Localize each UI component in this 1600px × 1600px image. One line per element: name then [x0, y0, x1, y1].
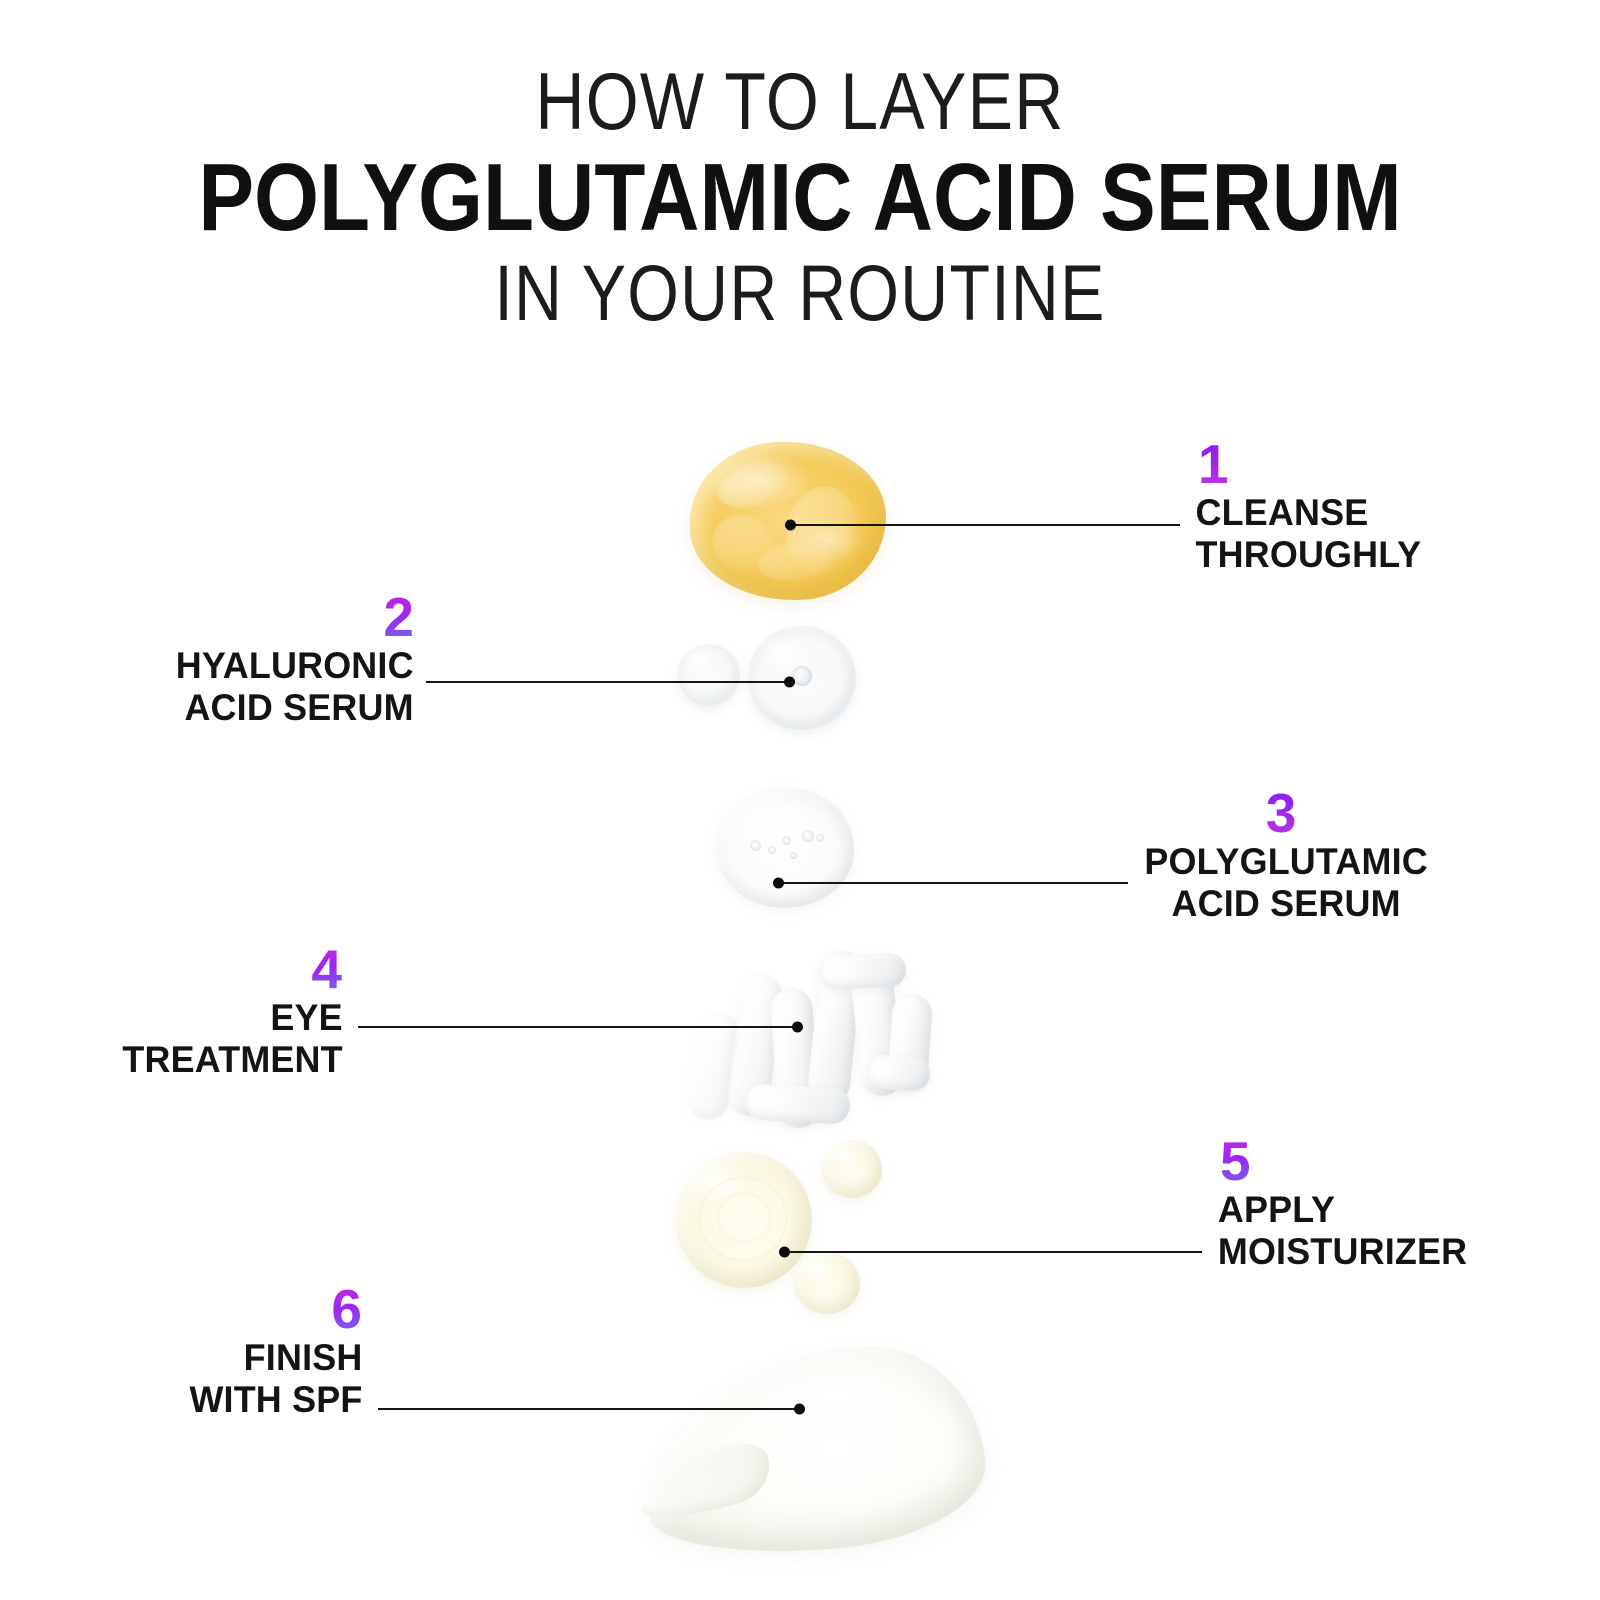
spf-smear-body [639, 1338, 991, 1562]
step-label-3-line-2: ACID SERUM [1171, 882, 1401, 924]
puddle-bubble [802, 830, 814, 842]
step-label-5-line-1: APPLY [1217, 1189, 1336, 1230]
step-label-2-line-2: ACID SERUM [184, 686, 414, 728]
connector-line-step-2 [426, 676, 795, 688]
step-number-4: 4 [311, 938, 342, 1000]
connector-line-step-4 [358, 1021, 803, 1033]
step-6: 6 FINISH WITH SPF [0, 1282, 368, 1421]
step-label-6-line-1: FINISH [243, 1337, 363, 1378]
swatch-spf-lotion-smear [630, 1338, 996, 1562]
connector-line-step-1 [785, 519, 1180, 531]
step-4: 4 EYE TREATMENT [0, 942, 348, 1081]
step-number-5: 5 [1220, 1130, 1251, 1192]
zigzag-connector [819, 952, 907, 990]
connector-line-step-3 [773, 877, 1128, 889]
swatch-moisturizer-dollops [676, 1140, 906, 1320]
zigzag-connector [866, 1053, 932, 1093]
zigzag-connector [745, 1083, 851, 1125]
connector-dot-step-5 [779, 1246, 790, 1258]
puddle-bubble [790, 852, 797, 859]
step-1: 1 CLEANSE THROUGHLY [1192, 437, 1425, 576]
step-number-2: 2 [383, 586, 414, 648]
moisturizer-small-dollop-top [822, 1140, 882, 1198]
step-label-2-line-1: HYALURONIC [175, 645, 414, 686]
connector-line-step-6 [378, 1403, 805, 1415]
connector-dot-step-4 [792, 1021, 803, 1033]
step-number-6: 6 [331, 1278, 362, 1340]
step-3: 3 POLYGLUTAMIC ACID SERUM [1140, 786, 1432, 925]
title-line-3: IN YOUR ROUTINE [494, 248, 1106, 338]
step-number-3: 3 [1265, 782, 1297, 844]
moisturizer-small-dollop-bottom [794, 1252, 860, 1314]
connector-line-step-5 [779, 1246, 1202, 1258]
connector-dot-step-6 [794, 1403, 805, 1415]
puddle-bubble [782, 836, 791, 845]
step-label-4-line-1: EYE [270, 997, 343, 1038]
connector-dot-step-1 [785, 519, 796, 531]
step-label-3-line-1: POLYGLUTAMIC [1144, 841, 1428, 882]
connector-dot-step-2 [784, 676, 795, 688]
step-number-1: 1 [1198, 433, 1229, 495]
moisturizer-swirl-ring [698, 1176, 788, 1262]
puddle-bubble [750, 840, 761, 851]
moisturizer-large-dollop [676, 1152, 812, 1288]
title-line-1: HOW TO LAYER [535, 57, 1065, 147]
step-label-6-line-2: WITH SPF [189, 1378, 363, 1420]
moisturizer-swirl-ring [716, 1192, 772, 1244]
white-puddle-body [716, 788, 854, 908]
puddle-bubble [768, 846, 776, 854]
clear-droplet-small [678, 644, 740, 706]
step-5: 5 APPLY MOISTURIZER [1214, 1134, 1471, 1273]
step-label-5-line-2: MOISTURIZER [1217, 1230, 1468, 1272]
puddle-bubble [816, 834, 824, 842]
step-label-1-line-2: THROUGHLY [1195, 533, 1422, 575]
clear-droplet-large [748, 626, 856, 730]
page-title: HOW TO LAYER POLYGLUTAMIC ACID SERUM IN … [0, 57, 1600, 338]
swatch-white-serum-puddle [716, 788, 854, 908]
droplet-center-bubble [792, 666, 812, 686]
swatch-clear-serum-droplets [672, 620, 892, 736]
step-2: 2 HYALURONIC ACID SERUM [0, 590, 420, 729]
connector-dot-step-3 [773, 877, 784, 889]
step-label-1-line-1: CLEANSE [1195, 492, 1369, 533]
title-line-2: POLYGLUTAMIC ACID SERUM [198, 144, 1402, 252]
step-label-4-line-2: TREATMENT [122, 1038, 343, 1080]
